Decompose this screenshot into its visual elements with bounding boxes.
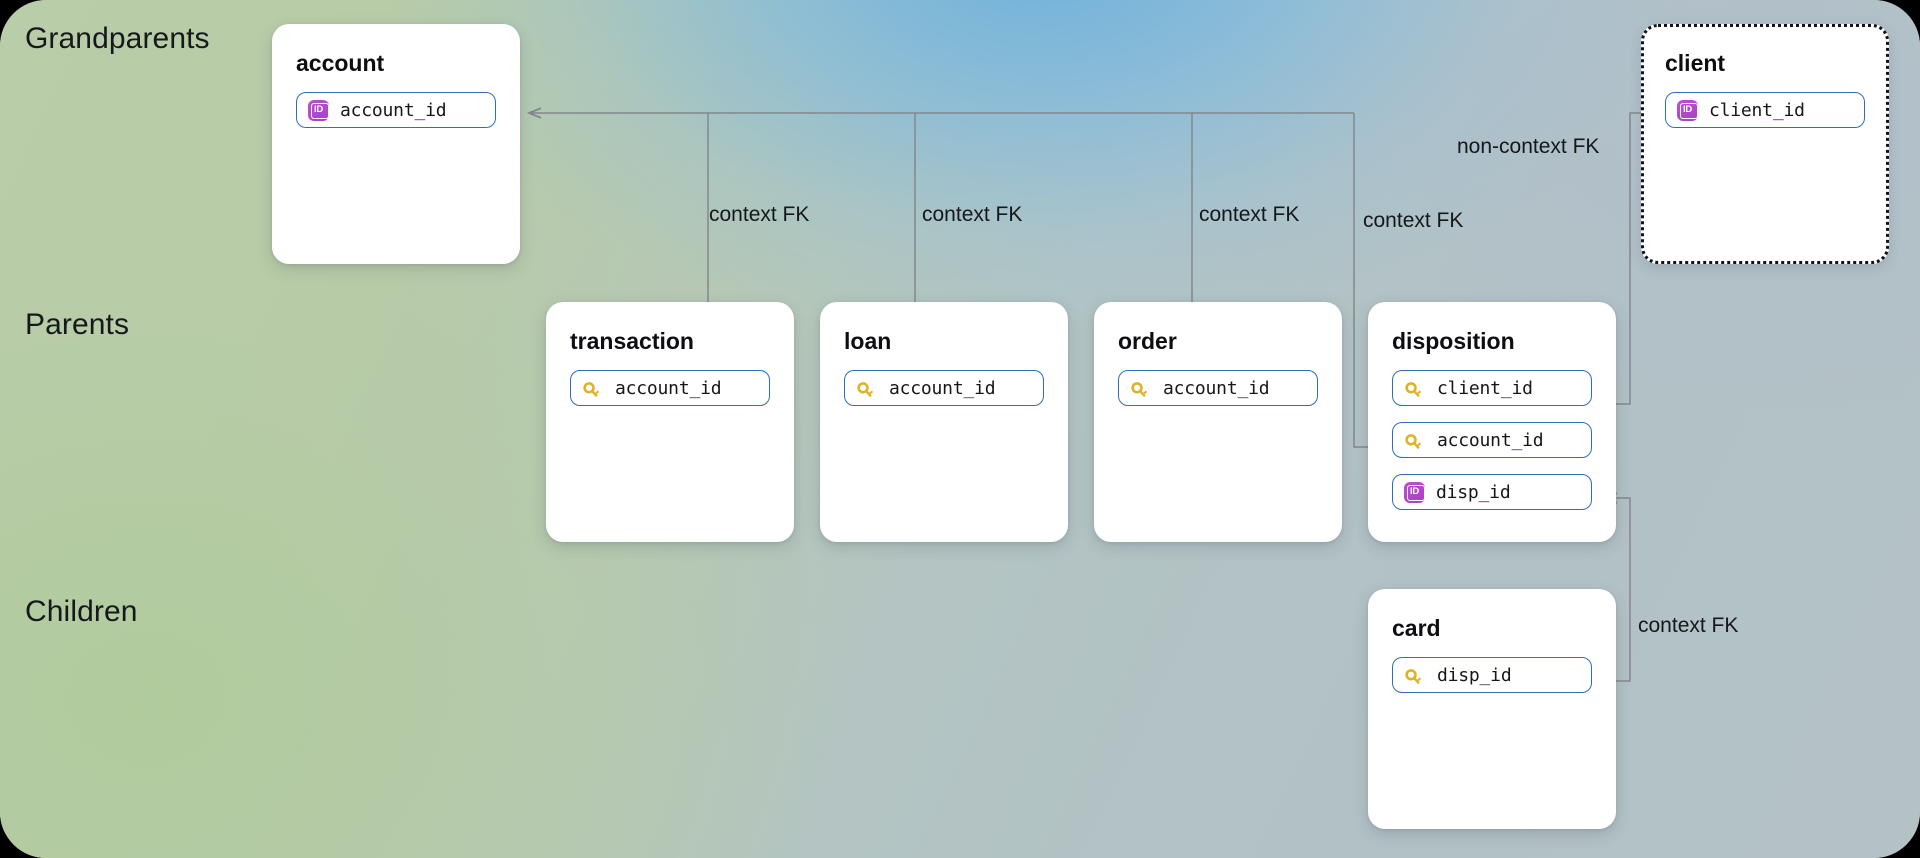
field-label: account_id	[340, 99, 447, 121]
row-label-children: Children	[25, 595, 138, 628]
table-title-disposition: disposition	[1392, 328, 1515, 354]
row-label-grandparents: Grandparents	[25, 22, 210, 55]
field-list-disposition: client_id account_id ID disp_id	[1392, 370, 1592, 510]
field-list-card: disp_id	[1392, 657, 1592, 693]
field-label: account_id	[1437, 429, 1544, 451]
table-card-transaction[interactable]: transaction account_id	[546, 302, 794, 542]
field-label: client_id	[1437, 377, 1533, 399]
table-card-client[interactable]: client ID client_id	[1641, 24, 1889, 264]
field-list-loan: account_id	[844, 370, 1044, 406]
key-icon	[1404, 429, 1426, 451]
edge-label-context-fk-card: context FK	[1638, 614, 1739, 637]
field-label: client_id	[1709, 99, 1805, 121]
field-transaction-account-id[interactable]: account_id	[570, 370, 770, 406]
field-order-account-id[interactable]: account_id	[1118, 370, 1318, 406]
table-card-card[interactable]: card disp_id	[1368, 589, 1616, 829]
table-card-loan[interactable]: loan account_id	[820, 302, 1068, 542]
field-label: account_id	[1163, 377, 1270, 399]
table-title-account: account	[296, 50, 385, 76]
edge-label-non-context-fk-client: non-context FK	[1457, 135, 1600, 158]
field-label: account_id	[889, 377, 996, 399]
field-loan-account-id[interactable]: account_id	[844, 370, 1044, 406]
key-icon	[582, 377, 604, 399]
key-icon	[1404, 664, 1426, 686]
edge-label-context-fk-order: context FK	[1199, 203, 1300, 226]
edge-label-context-fk-transaction: context FK	[709, 203, 810, 226]
key-icon	[856, 377, 878, 399]
field-disposition-client-id[interactable]: client_id	[1392, 370, 1592, 406]
table-title-transaction: transaction	[570, 328, 694, 354]
field-account-account-id[interactable]: ID account_id	[296, 92, 496, 128]
field-card-disp-id[interactable]: disp_id	[1392, 657, 1592, 693]
table-title-card: card	[1392, 615, 1441, 641]
table-title-loan: loan	[844, 328, 892, 354]
edge-label-context-fk-loan: context FK	[922, 203, 1023, 226]
table-card-order[interactable]: order account_id	[1094, 302, 1342, 542]
field-list-client: ID client_id	[1665, 92, 1865, 128]
key-icon	[1404, 377, 1426, 399]
id-badge-icon: ID	[1404, 481, 1425, 503]
key-icon	[1130, 377, 1152, 399]
field-label: account_id	[615, 377, 722, 399]
field-list-order: account_id	[1118, 370, 1318, 406]
field-client-client-id[interactable]: ID client_id	[1665, 92, 1865, 128]
table-card-account[interactable]: account ID account_id	[272, 24, 520, 264]
row-label-parents: Parents	[25, 308, 130, 341]
field-disposition-disp-id[interactable]: ID disp_id	[1392, 474, 1592, 510]
table-title-order: order	[1118, 328, 1177, 354]
field-label: disp_id	[1436, 481, 1511, 503]
id-badge-icon: ID	[1677, 99, 1698, 121]
edge-label-context-fk-disposition: context FK	[1363, 209, 1464, 232]
field-disposition-account-id[interactable]: account_id	[1392, 422, 1592, 458]
table-card-disposition[interactable]: disposition client_id	[1368, 302, 1616, 542]
table-title-client: client	[1665, 50, 1726, 76]
field-list-transaction: account_id	[570, 370, 770, 406]
field-label: disp_id	[1437, 664, 1512, 686]
id-badge-icon: ID	[308, 99, 329, 121]
field-list-account: ID account_id	[296, 92, 496, 128]
